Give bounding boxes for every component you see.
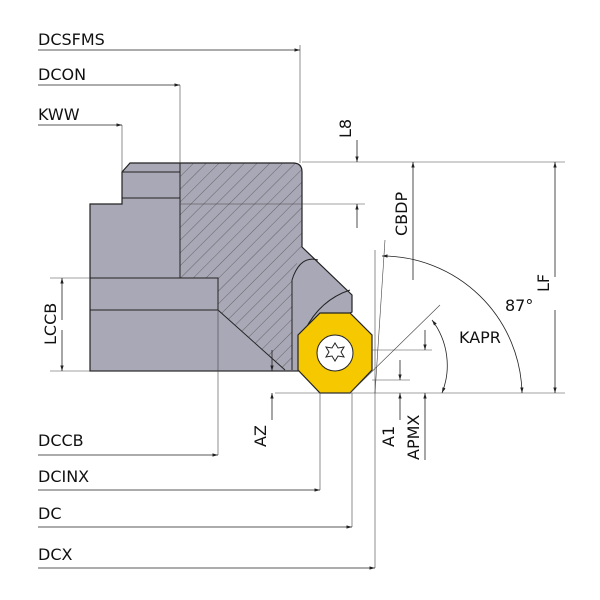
extension-lines (50, 45, 565, 568)
label-kapr: KAPR (459, 328, 501, 347)
label-dcinx: DCINX (38, 467, 89, 486)
insert (297, 312, 373, 394)
cutter-body (89, 162, 353, 372)
label-l8: L8 (336, 119, 355, 138)
label-dcx: DCX (38, 545, 72, 564)
label-dccb: DCCB (38, 431, 84, 450)
label-angle-87: 87° (505, 296, 533, 315)
dimension-lines (38, 48, 557, 570)
label-a1: A1 (379, 426, 398, 447)
label-dcon: DCON (38, 65, 86, 84)
label-dc: DC (38, 504, 62, 523)
label-cbdp: CBDP (392, 192, 411, 236)
label-az: AZ (251, 425, 270, 447)
label-dcsfms: DCSFMS (38, 30, 105, 49)
label-apmx: APMX (404, 415, 423, 460)
label-kww: KWW (38, 105, 80, 124)
torx-screw-icon (325, 342, 345, 362)
label-lccb: LCCB (41, 303, 60, 345)
label-lf: LF (534, 274, 553, 292)
